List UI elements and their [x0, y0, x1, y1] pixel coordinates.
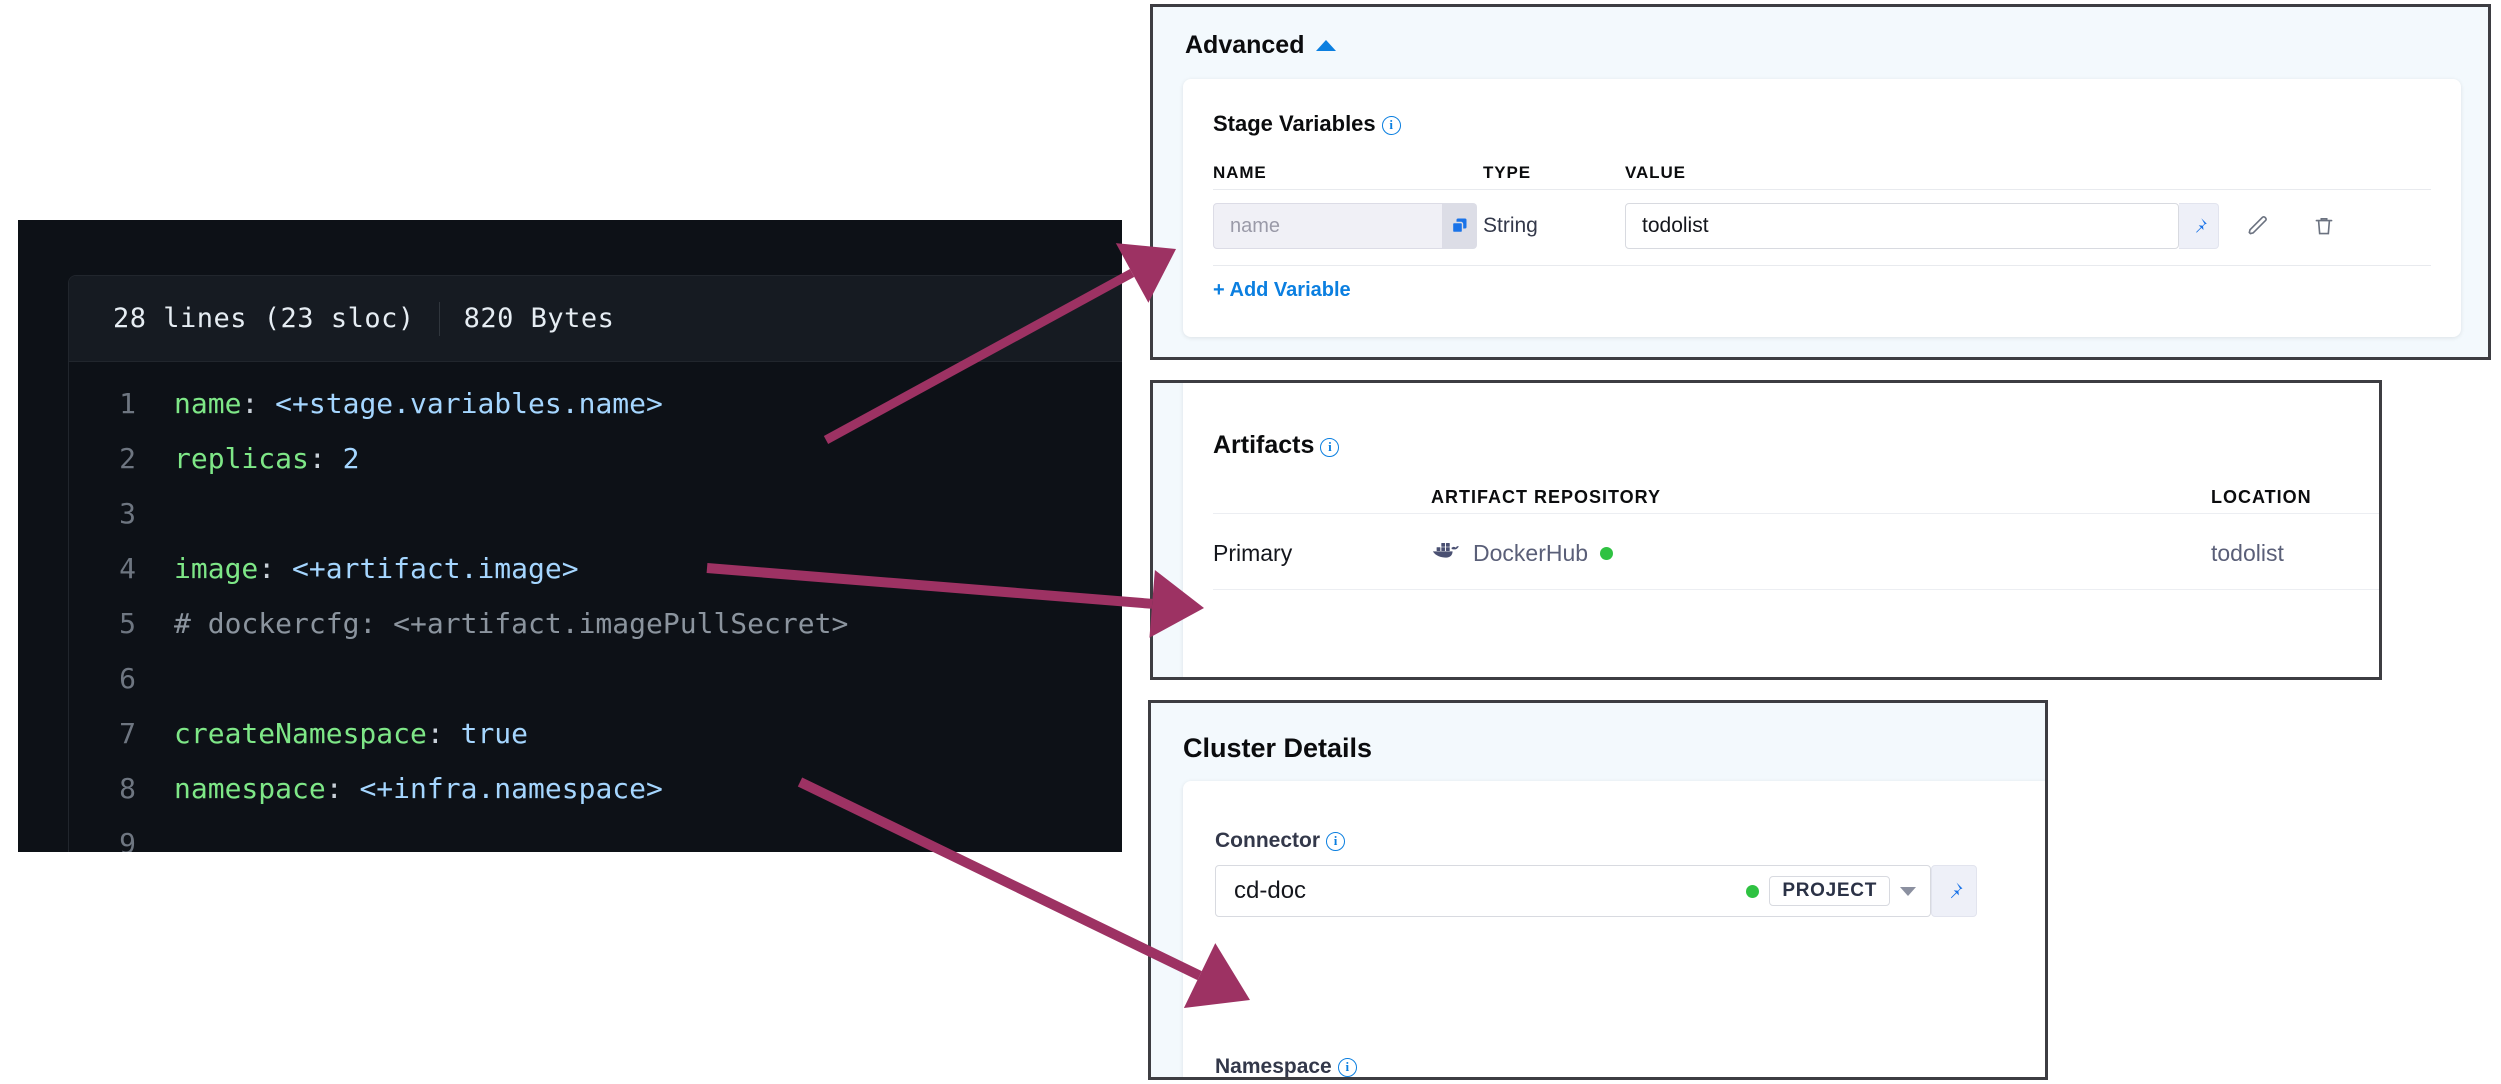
- artifact-location: todolist: [2211, 539, 2284, 566]
- code-line: 5 # dockercfg: <+artifact.imagePullSecret…: [69, 596, 1122, 651]
- line-number: 2: [119, 442, 136, 475]
- code-line: 8 namespace: <+infra.namespace>: [69, 761, 1122, 816]
- connector-value: cd-doc: [1234, 877, 1307, 904]
- connector-label: Connector i: [1215, 829, 1345, 853]
- artifacts-title: Artifacts: [1213, 431, 1315, 459]
- code-line: 2 replicas: 2: [69, 431, 1122, 486]
- stage-variable-row: name String todolist: [1213, 203, 2431, 249]
- info-icon[interactable]: i: [1320, 438, 1340, 457]
- code-line-content: replicas: 2: [174, 442, 360, 475]
- code-line-content: namespace: <+infra.namespace>: [174, 772, 663, 805]
- connector-label-text: Connector: [1215, 829, 1320, 852]
- stage-variables-card: Stage Variables i NAME TYPE VALUE name St…: [1183, 79, 2461, 337]
- code-line-content: image: <+artifact.image>: [174, 552, 579, 585]
- stage-variable-type: String: [1483, 214, 1538, 237]
- code-file-panel: 28 lines (23 sloc) 820 Bytes 1 name: <+st…: [68, 275, 1122, 852]
- scope-tag: PROJECT: [1769, 876, 1890, 906]
- info-icon[interactable]: i: [1337, 1058, 1357, 1077]
- line-number: 6: [119, 662, 136, 695]
- code-file-viewer: 28 lines (23 sloc) 820 Bytes 1 name: <+st…: [18, 220, 1122, 852]
- advanced-stage-variables-panel: Advanced Stage Variables i NAME TYPE VALU…: [1150, 4, 2491, 360]
- add-variable-button[interactable]: + Add Variable: [1213, 279, 1351, 301]
- info-icon[interactable]: i: [1326, 832, 1345, 851]
- artifacts-divider-top: [1213, 513, 2379, 514]
- code-line: 9: [69, 816, 1122, 852]
- artifact-repository-cell[interactable]: DockerHub: [1431, 525, 1614, 581]
- status-dot: [1600, 546, 1614, 560]
- code-line: 6: [69, 651, 1122, 706]
- artifact-type: Primary: [1213, 539, 1293, 566]
- stage-variables-label: Stage Variables i: [1213, 111, 1401, 137]
- code-line: 3: [69, 486, 1122, 541]
- code-line-content: createNamespace: true: [174, 717, 529, 750]
- stage-variables-title: Stage Variables: [1213, 111, 1376, 136]
- code-file-header: 28 lines (23 sloc) 820 Bytes: [69, 276, 1122, 362]
- code-line-content: [174, 651, 191, 706]
- connector-scope-group: PROJECT: [1746, 866, 1916, 916]
- cluster-details-panel: Cluster Details Connector i cd-doc PROJEC…: [1148, 700, 2048, 1080]
- artifacts-divider-bottom: [1213, 589, 2379, 590]
- stage-variable-name-input[interactable]: name: [1213, 203, 1443, 249]
- column-header-location: LOCATION: [2211, 487, 2312, 507]
- copy-icon[interactable]: [1443, 203, 1477, 249]
- status-dot: [1746, 884, 1760, 898]
- code-line: 7 createNamespace: true: [69, 706, 1122, 761]
- line-number: 9: [119, 827, 136, 852]
- code-line-content: name: <+stage.variables.name>: [174, 387, 663, 420]
- trash-icon[interactable]: [2303, 203, 2345, 249]
- code-line: 4 image: <+artifact.image>: [69, 541, 1122, 596]
- stage-variable-value-input[interactable]: todolist: [1625, 203, 2179, 249]
- advanced-section-header[interactable]: Advanced: [1185, 31, 1337, 60]
- code-header-divider: [438, 301, 440, 336]
- pencil-icon[interactable]: [2237, 203, 2279, 249]
- namespace-label-text: Namespace: [1215, 1055, 1332, 1078]
- cluster-details-title: Cluster Details: [1183, 733, 1373, 763]
- artifact-repository-name: DockerHub: [1473, 539, 1589, 566]
- info-icon[interactable]: i: [1381, 116, 1401, 135]
- chevron-up-icon[interactable]: [1316, 40, 1337, 51]
- pin-icon[interactable]: [1931, 865, 1977, 917]
- cluster-connector-field[interactable]: cd-doc PROJECT: [1215, 865, 1931, 917]
- code-lines-count: 28 lines (23 sloc): [113, 303, 415, 334]
- line-number: 1: [119, 387, 136, 420]
- advanced-title: Advanced: [1185, 31, 1305, 59]
- namespace-label: Namespace i: [1215, 1055, 1357, 1078]
- table-divider-top: [1213, 189, 2431, 190]
- code-line-content: # dockercfg: <+artifact.imagePullSecret>: [174, 607, 849, 640]
- table-divider-bottom: [1213, 265, 2431, 266]
- artifacts-primary-row: Primary Docker: [1213, 525, 2379, 581]
- column-header-name: NAME: [1213, 163, 1267, 182]
- line-number: 3: [119, 497, 136, 530]
- line-number: 8: [119, 772, 136, 805]
- code-line-content: [174, 816, 191, 852]
- column-header-artifact-repository: ARTIFACT REPOSITORY: [1431, 487, 1662, 507]
- code-file-size: 820 Bytes: [463, 303, 615, 334]
- line-number: 7: [119, 717, 136, 750]
- code-line-list: 1 name: <+stage.variables.name> 2 replicas:…: [69, 362, 1122, 852]
- column-header-value: VALUE: [1625, 163, 1686, 182]
- column-header-type: TYPE: [1483, 163, 1532, 182]
- artifacts-label: Artifacts i: [1213, 431, 1340, 460]
- line-number: 4: [119, 552, 136, 585]
- pin-icon[interactable]: [2179, 203, 2219, 249]
- chevron-down-icon[interactable]: [1900, 886, 1916, 896]
- line-number: 5: [119, 607, 136, 640]
- code-line: 1 name: <+stage.variables.name>: [69, 376, 1122, 431]
- code-line-content: [174, 486, 191, 541]
- docker-whale-icon: [1431, 538, 1461, 568]
